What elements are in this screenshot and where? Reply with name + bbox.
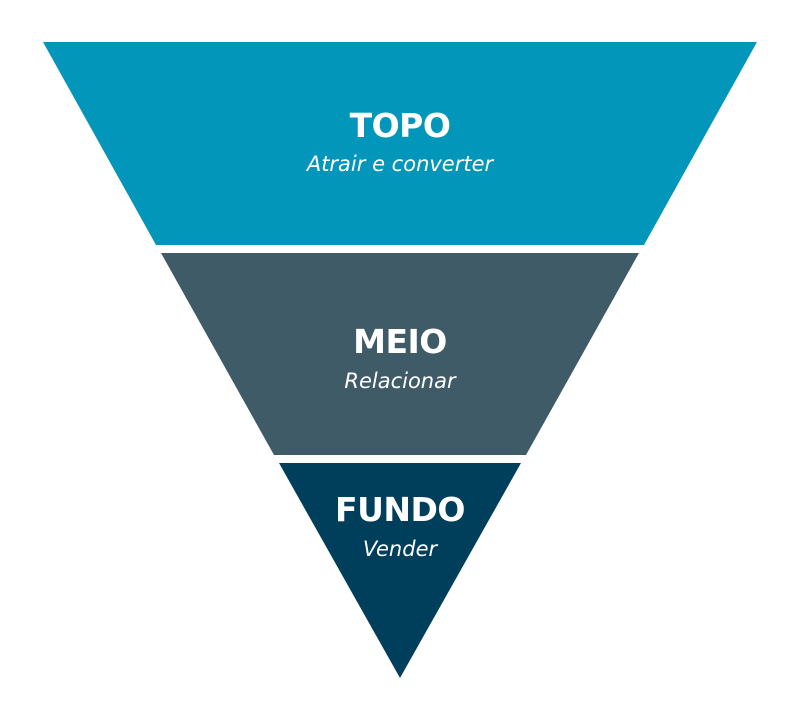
stage-title-fundo: FUNDO <box>335 490 465 529</box>
stage-title-meio: MEIO <box>353 322 447 361</box>
funnel-stage-meio: MEIO Relacionar <box>161 253 639 455</box>
funnel-segment-meio <box>161 253 639 455</box>
funnel-segment-fundo <box>279 463 521 678</box>
funnel-segment-topo <box>43 42 757 245</box>
stage-subtitle-fundo: Vender <box>363 537 439 561</box>
stage-title-topo: TOPO <box>350 106 451 145</box>
stage-subtitle-topo: Atrair e converter <box>305 152 495 176</box>
funnel-stage-fundo: FUNDO Vender <box>279 463 521 678</box>
stage-subtitle-meio: Relacionar <box>344 369 457 393</box>
funnel-stage-topo: TOPO Atrair e converter <box>43 42 757 245</box>
